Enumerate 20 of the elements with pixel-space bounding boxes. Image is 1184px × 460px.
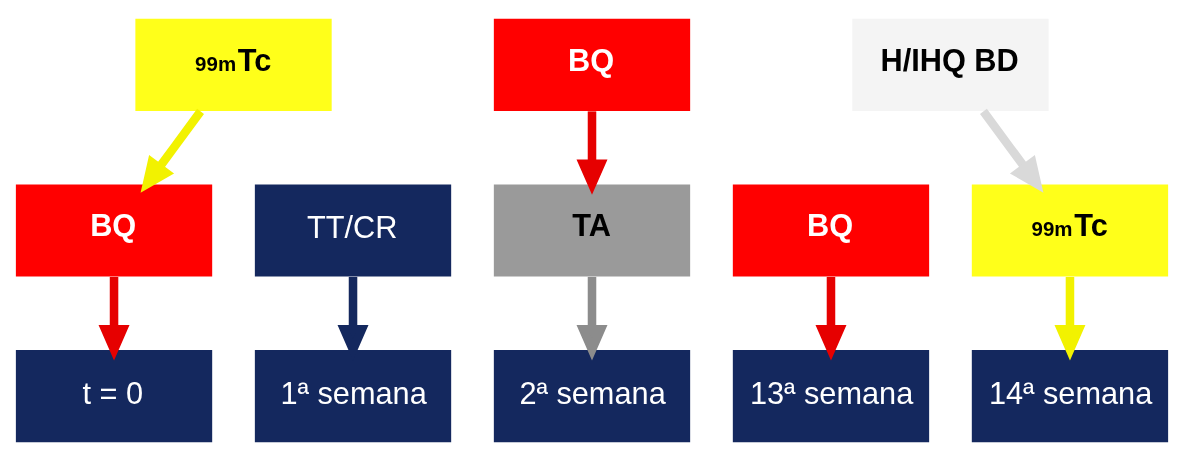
arrow [98, 276, 130, 360]
node-box: H/IHQ BD [852, 18, 1049, 111]
node-box: t = 0 [15, 349, 213, 442]
arrow [1054, 276, 1086, 360]
node-box: TT/CR [254, 183, 452, 277]
arrow [815, 276, 847, 360]
node-box: 1ª semana [254, 349, 452, 442]
arrow [140, 108, 204, 193]
node-box: BQ [493, 18, 691, 111]
node-box: 99mTc [135, 18, 332, 111]
arrow [576, 110, 608, 195]
node-box: BQ [732, 183, 930, 277]
node-box: BQ [15, 183, 213, 277]
node-box: 2ª semana [493, 349, 691, 442]
node-box: 13ª semana [732, 349, 930, 442]
arrow [576, 276, 608, 360]
arrow [980, 108, 1044, 193]
node-box: 99mTc [971, 183, 1169, 277]
node-box: 14ª semana [971, 349, 1169, 442]
node-box: TA [493, 183, 691, 277]
